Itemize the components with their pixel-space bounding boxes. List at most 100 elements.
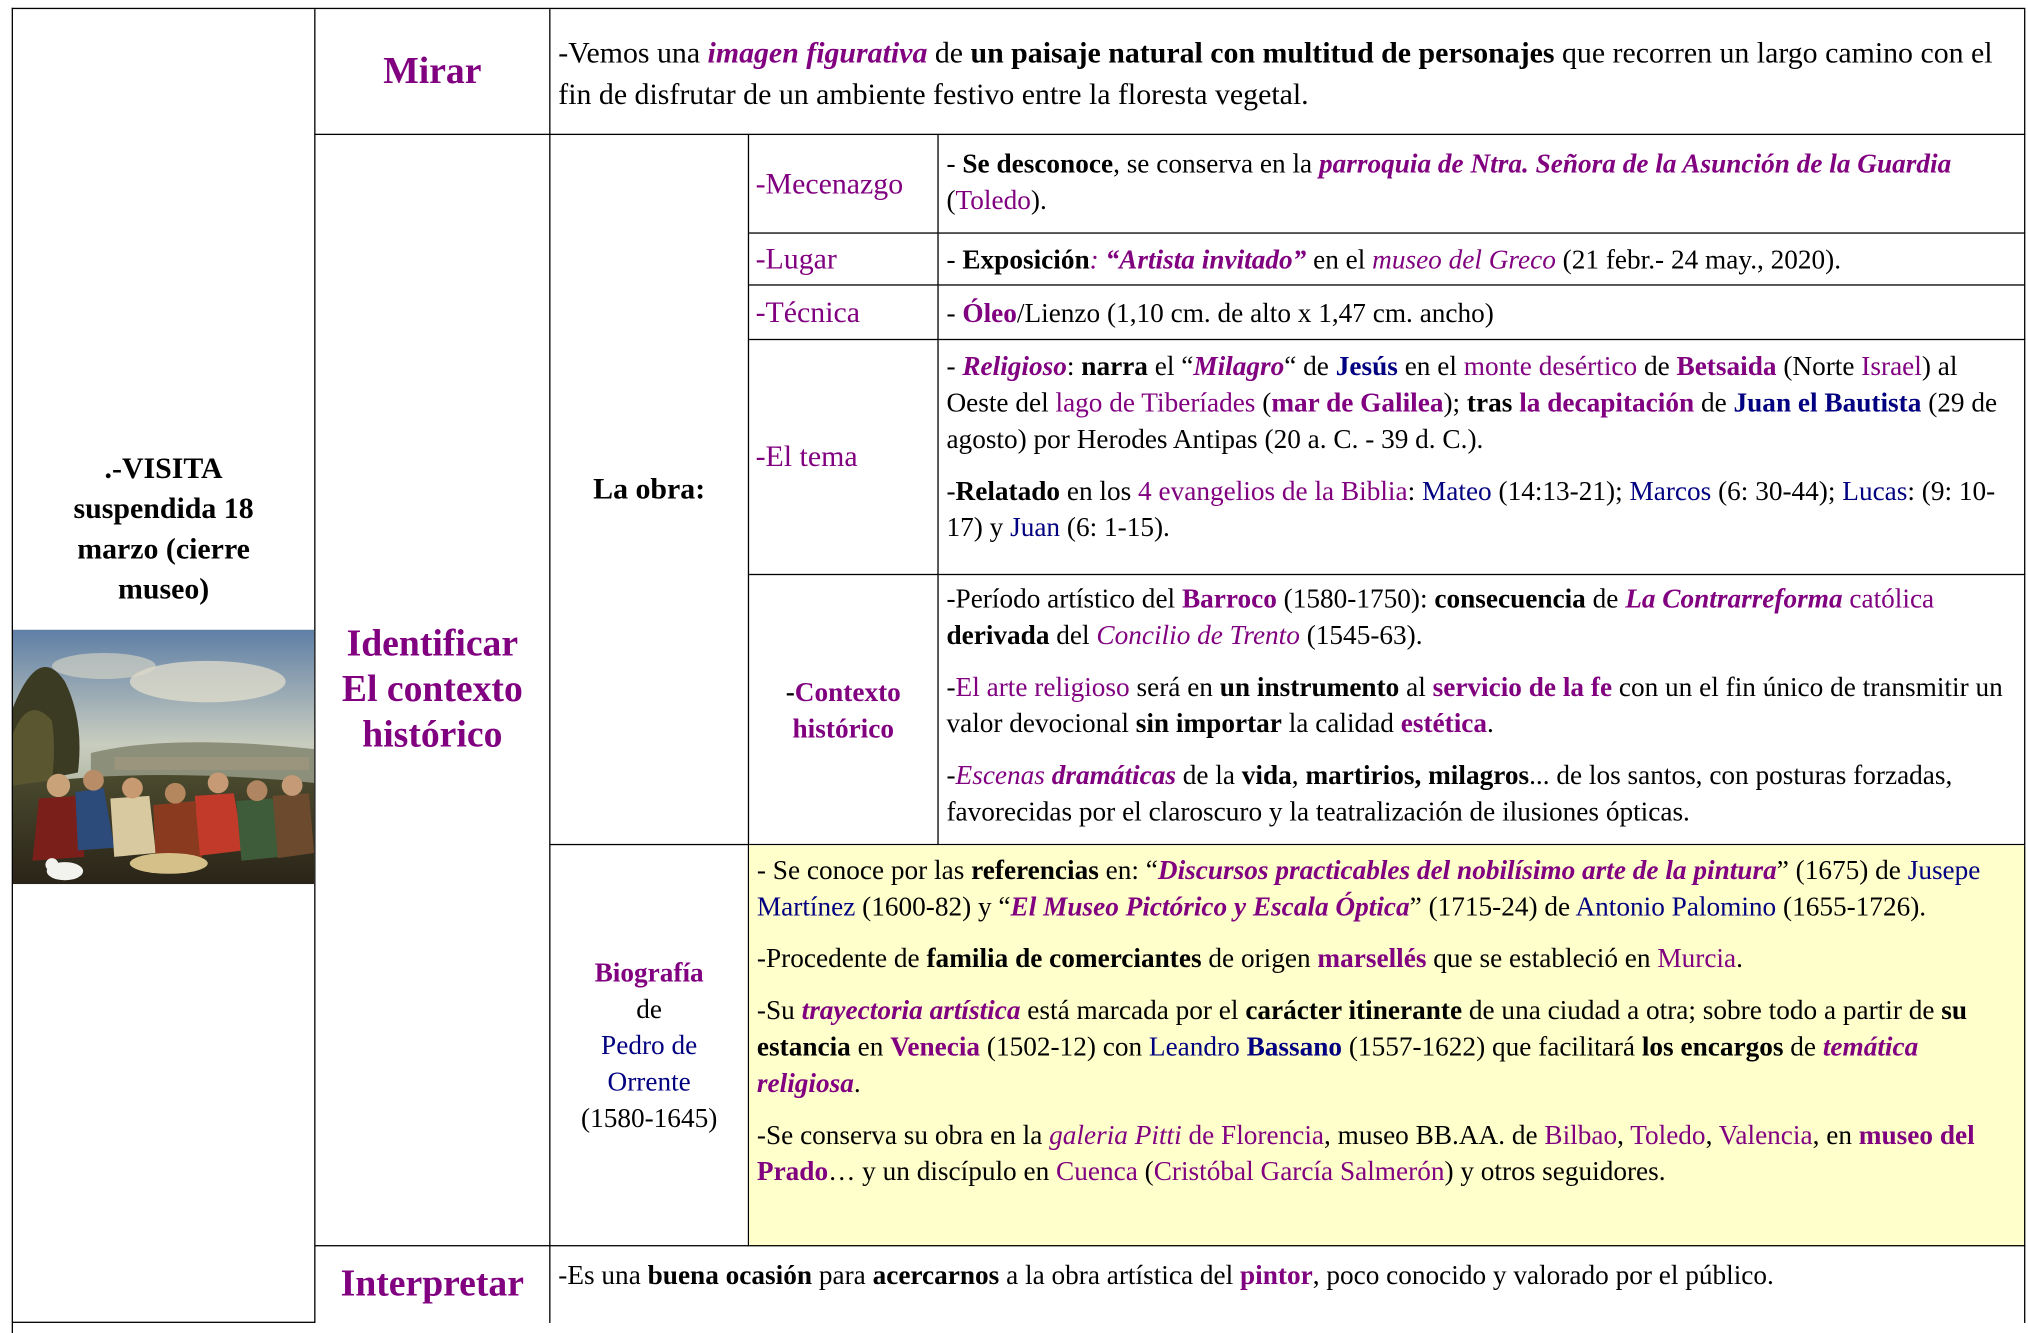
biografia-paragraph: - Se conoce por las referencias en: “Dis… [757, 852, 2016, 925]
visit-line: marzo (cierre [77, 531, 250, 565]
text-run: : [1066, 350, 1082, 382]
text-run: Israel [1861, 350, 1922, 382]
contexto-label-line: -Contexto [786, 673, 901, 709]
text-run: , [1705, 1119, 1719, 1151]
text-run: ); [1443, 386, 1467, 419]
text-run: - [785, 675, 795, 707]
text-run: (1557-1622) que facilitará [1342, 1030, 1642, 1063]
identificar-line: El contexto [341, 668, 523, 711]
text-run: en el [1397, 350, 1464, 382]
mirar-label: Mirar [315, 9, 551, 136]
text-run: Concilio de Trento [1096, 619, 1300, 651]
text-run: (1600-82) y “ [855, 890, 1011, 922]
text-run: acercarnos [872, 1259, 1000, 1291]
text-run: está marcada por el [1020, 994, 1246, 1026]
text-run: buena ocasión [647, 1259, 813, 1291]
text-run: Discursos practicables del nobilísimo ar… [1157, 854, 1777, 886]
text-run: la calidad [1281, 707, 1401, 739]
tecnica-label: -Técnica [749, 285, 939, 341]
biografia-paragraph: -Su trayectoria artística está marcada p… [757, 992, 2016, 1101]
text-run: al [1399, 671, 1433, 703]
lesson-table: .-VISITA suspendida 18 marzo (cierre mus… [11, 7, 2026, 1333]
biografia-label-line: Orrente [607, 1065, 691, 1098]
biografia-text: - Se conoce por las referencias en: “Dis… [749, 845, 2026, 1247]
text-run: La Contrarreforma [1625, 582, 1843, 615]
text-run: El Museo Pictórico y Escala Óptica [1010, 890, 1410, 922]
text-run: de una ciudad a otra; sobre todo a parti… [1462, 994, 1942, 1026]
text-run: (1502-12) con [980, 1030, 1149, 1063]
text-run: Toledo [955, 184, 1031, 216]
text-run: de [1585, 582, 1626, 615]
text-run: vida [1241, 759, 1292, 791]
text-run: estética [1400, 707, 1488, 739]
text-run: Cuenca [1056, 1155, 1138, 1187]
biografia-paragraph: -Procedente de familia de comerciantes d… [757, 940, 2016, 976]
text-run: : [1089, 244, 1106, 276]
contexto-paragraph: -Período artístico del Barroco (1580-175… [946, 580, 2016, 653]
mecenazgo-text: - Se desconoce, se conserva en la parroq… [938, 135, 2026, 234]
text-run: será en [1129, 671, 1220, 703]
tema-paragraph: -Relatado en los 4 evangelios de la Bibl… [946, 473, 2016, 546]
text-run: un instrumento [1219, 671, 1400, 703]
text-run: galeria Pitti [1049, 1119, 1182, 1151]
text-run: en los [1060, 475, 1139, 507]
text-run: , se conserva en la [1113, 148, 1319, 180]
text-run: que recorren un largo camino con el fin … [558, 36, 1993, 111]
text-run: Murcia [1657, 942, 1737, 974]
text-run: narra [1081, 350, 1148, 382]
biografia-label-line: (1580-1645) [580, 1102, 718, 1134]
text-run: - [946, 297, 963, 329]
identificar-line: histórico [362, 714, 503, 756]
text-run: Jesús [1335, 350, 1398, 382]
text-run: referencias [971, 854, 1099, 886]
text-run: Leandro [1148, 1030, 1247, 1063]
text-run: su estancia [756, 994, 1968, 1063]
text-run: Antonio Palomino [1575, 890, 1777, 922]
text-run: (29 de agosto) por Herodes Antipas (20 a… [946, 386, 1998, 455]
text-run: - [946, 350, 963, 382]
text-run: Milagro [1193, 350, 1285, 382]
text-run: “Artista invitado” [1105, 244, 1307, 276]
text-run: Relatado [955, 475, 1061, 507]
text-run: de [927, 36, 971, 69]
text-run: que se estableció en [1426, 942, 1658, 974]
text-run: Valencia [1718, 1119, 1813, 1151]
text-run: - Se conoce por las [756, 854, 972, 886]
text-run: . [853, 1067, 861, 1099]
text-run: -Es una [558, 1259, 648, 1291]
text-run: Bassano [1246, 1030, 1343, 1063]
text-run: - [946, 148, 963, 180]
text-run: mar de Galilea [1271, 386, 1444, 419]
text-run: en [850, 1030, 891, 1063]
tema-text: - Religioso: narra el “Milagro“ de Jesús… [938, 340, 2026, 576]
text-run: (6: 1-15). [1060, 511, 1170, 543]
tecnica-text: - Óleo/Lienzo (1,10 cm. de alto x 1,47 c… [938, 285, 2026, 341]
text-run: monte desértico [1463, 350, 1638, 382]
text-run: “ de [1284, 350, 1336, 382]
text-run: - [946, 759, 956, 791]
text-run: (6: 30-44); [1711, 475, 1843, 507]
text-run: Escenas [955, 759, 1045, 791]
text-run: familia de comerciantes [926, 942, 1202, 974]
text-run: ... de los santos, con posturas forzadas… [946, 759, 1953, 828]
text-run: de Florencia [1188, 1119, 1325, 1151]
text-run: del [1049, 619, 1097, 651]
biografia-paragraph: -Se conserva su obra en la galeria Pitti… [757, 1117, 2016, 1190]
text-run: temática religiosa [756, 1030, 1919, 1099]
text-run: -Vemos una [558, 36, 708, 69]
text-run: , [1617, 1119, 1631, 1151]
text-run: ) al Oeste del [946, 350, 1958, 419]
text-run: Juan [1010, 511, 1061, 543]
text-run: Bilbao [1544, 1119, 1618, 1151]
text-run: , museo BB.AA. de [1324, 1119, 1545, 1151]
text-run: - [946, 475, 956, 507]
text-run: , [1291, 759, 1306, 791]
text-run: consecuencia [1434, 582, 1586, 615]
text-run: derivada [946, 619, 1050, 651]
text-run: Mateo [1422, 475, 1492, 507]
text-run: Contexto [794, 675, 901, 707]
contexto-paragraph: -Escenas dramáticas de la vida, martirio… [946, 757, 2016, 830]
text-run: Religioso [962, 350, 1067, 382]
text-run: en: “ [1098, 854, 1158, 886]
visit-line: suspendida 18 [73, 491, 254, 524]
